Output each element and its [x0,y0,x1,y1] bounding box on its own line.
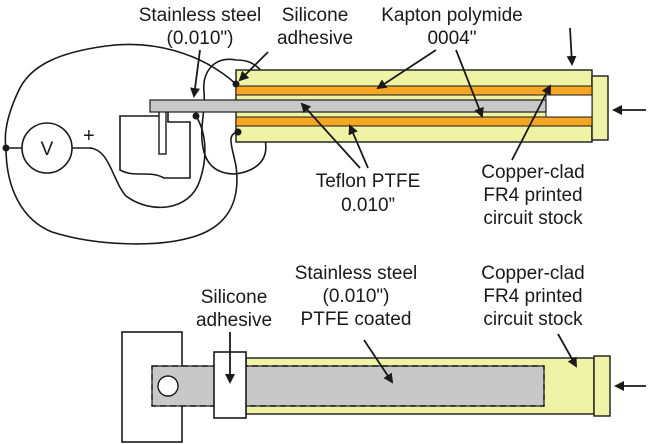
label-silicone-line1: Silicone [282,5,349,26]
label-stainless-bottom-line1: Stainless steel [295,263,418,284]
label-teflon-line2: 0.010” [341,195,395,216]
wire-junction-dot [192,112,200,120]
label-stainless-steel-line2: (0.010") [167,28,234,49]
arrow-teflon-lower [348,124,369,169]
label-copper-bottom-line2: FR4 printed [483,286,582,307]
label-teflon-line1: Teflon PTFE [316,171,421,192]
arrow-force-down [566,27,577,66]
ptfe-coating-outline [151,365,545,407]
label-copper-clad-line3: circuit stock [483,208,583,229]
label-silicone-bottom-line2: adhesive [196,310,272,331]
label-silicone-line2: adhesive [277,28,353,49]
label-copper-clad-line2: FR4 printed [483,185,582,206]
wire-junction-dot [2,144,10,152]
label-kapton-line2: 0004" [427,28,476,49]
label-kapton-line1: Kapton polymide [381,5,523,26]
label-stainless-steel-line1: Stainless steel [139,5,262,26]
arrow-copper-bottom [557,333,577,368]
top-diagram: V + Stainless steel (0.010") Silicone ad… [2,5,646,245]
clamp-block [119,107,191,179]
stainless-steel-strip [149,99,547,113]
wire-junction-dot [232,80,240,88]
circuit-wire-inner [89,115,206,209]
label-copper-bottom-line3: circuit stock [483,309,583,330]
label-copper-clad-line1: Copper-clad [481,162,585,183]
arrow-stainless-bottom [363,339,394,384]
label-silicone-bottom-line1: Silicone [201,287,268,308]
label-stainless-bottom-line2: (0.010") [323,286,390,307]
label-copper-bottom-line1: Copper-clad [481,263,585,284]
mounting-hole-icon [157,375,179,397]
arrow-copper-clad [511,84,551,161]
copper-layer-lower [235,116,593,127]
board-gap [545,94,593,118]
arrow-teflon-upper [300,102,361,169]
polarity-plus-label: + [83,125,95,147]
arrow-silicone [238,51,269,82]
arrow-kapton-upper [376,49,437,90]
arrow-stainless-steel [190,49,201,98]
wire-junction-dot [234,128,242,136]
bottom-diagram: Silicone adhesive Stainless steel (0.010… [121,263,646,443]
voltmeter-label: V [41,139,54,160]
circuit-wire-outer [4,43,239,245]
fr4-end-cap-bottom [593,355,611,417]
stainless-steel-strip-bottom [151,365,545,407]
label-stainless-bottom-line3: PTFE coated [301,309,412,330]
copper-layer-upper [235,85,593,96]
arrow-kapton-lower [455,49,484,118]
fr4-end-cap [591,75,609,141]
